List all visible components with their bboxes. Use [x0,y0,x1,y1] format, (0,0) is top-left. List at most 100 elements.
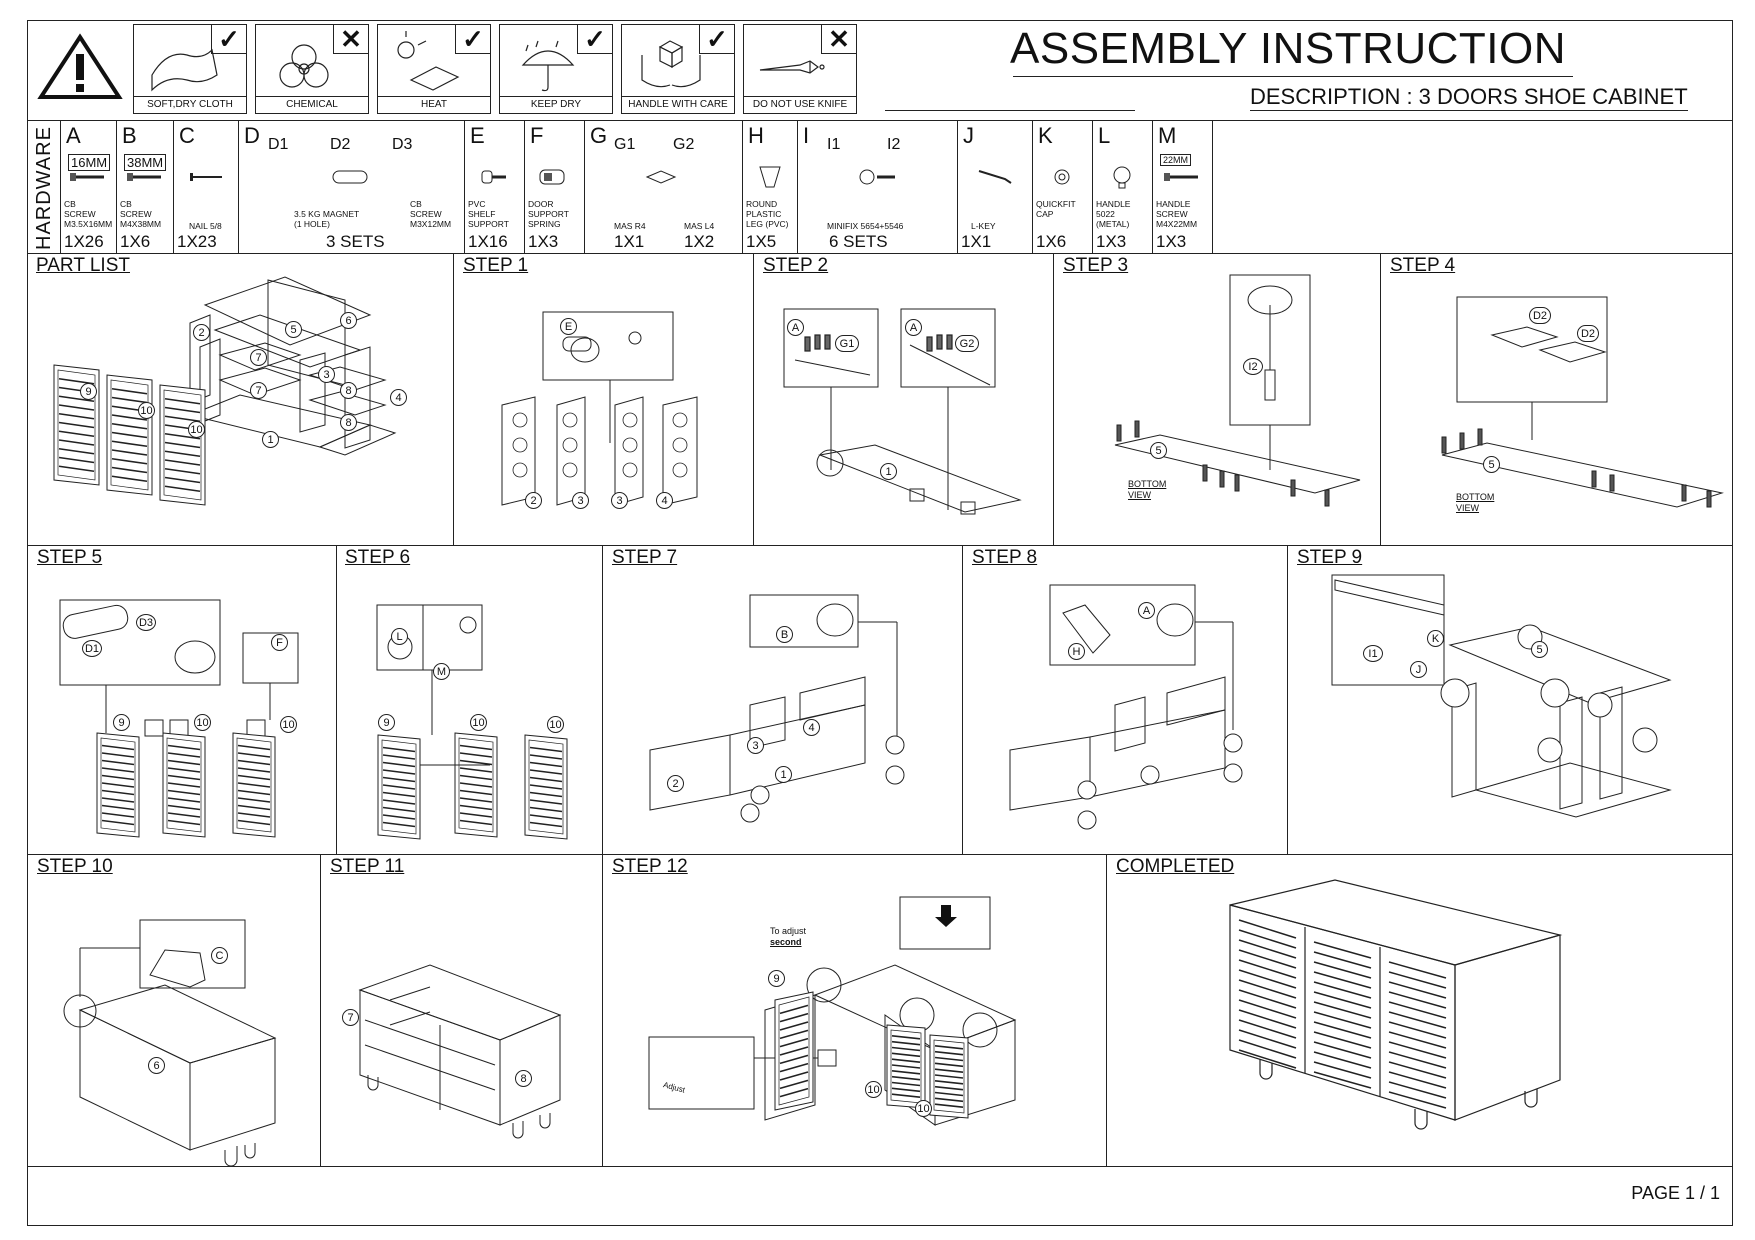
step3-title: STEP 3 [1063,255,1129,276]
part-L-label: L [391,628,408,645]
hardware-description: CB SCREW M4X38MM [120,199,162,229]
care-mark-box: ✓ [699,24,735,54]
step11-illustration [358,964,562,1139]
step7-title: STEP 7 [612,547,678,568]
cap-icon [1054,169,1070,185]
part-B-label: B [776,626,793,643]
hardware-quantity: 1X5 [746,232,777,251]
hardware-sub-label: G2 [673,136,695,153]
hardware-size-label: 38MM [124,154,167,171]
checkmark-icon: ✓ [462,24,484,54]
part-A-label: A [905,319,922,336]
divider [1287,545,1288,854]
part-1-label: 1 [775,766,792,783]
part-9-label: 9 [378,714,395,731]
second-label: second [770,937,802,947]
hardware-quantity: 1X3 [1156,232,1187,251]
part-8-label: 8 [340,414,357,431]
step1-illustration [501,311,698,506]
step1-title: STEP 1 [463,255,529,276]
part-6-label: 6 [148,1057,165,1074]
step3-illustration [1114,274,1361,507]
step7-illustration [649,594,905,823]
cloth-icon [151,48,218,92]
part-8-label: 8 [340,382,357,399]
part-10-label: 10 [547,716,564,733]
divider [962,545,963,854]
divider [238,120,239,253]
care-icon-label: CHEMICAL [256,96,368,113]
hardware-sub-label: I1 [827,136,841,153]
hardware-quantity: 1X6 [1036,232,1067,251]
part-10-label: 10 [915,1100,932,1117]
product-description: DESCRIPTION : 3 DOORS SHOE CABINET [1250,84,1688,111]
care-icon-label: DO NOT USE KNIFE [744,96,856,113]
hardware-letter: E [470,123,485,148]
divider [320,854,321,1166]
title-underline [1013,76,1573,77]
care-icon-box: ✓ SOFT,DRY CLOTH [133,24,247,114]
part-5-label: 5 [1150,442,1167,459]
bottom-view-label: BOTTOM VIEW [1456,492,1495,513]
part-4-label: 4 [803,719,820,736]
care-icon-label: KEEP DRY [500,96,612,113]
leg-icon [758,166,781,188]
part-G1-label: G1 [835,335,859,352]
part-2-label: 2 [525,492,542,509]
care-mark-box: ✓ [211,24,247,54]
hardware-description: MAS R4 [614,221,646,231]
hardware-size-label: 22MM [1160,154,1192,166]
page-number: PAGE 1 / 1 [1631,1183,1720,1203]
care-icon-label: SOFT,DRY CLOTH [134,96,246,113]
part-5-label: 5 [285,321,302,338]
divider [957,120,958,253]
part-10-label: 10 [188,421,205,438]
part-10-label: 10 [470,714,487,731]
step5-illustration [59,599,299,838]
step9-illustration [1331,574,1672,818]
care-icon-box: ✓HANDLE WITH CARE [621,24,735,114]
part-A-label: A [1138,602,1155,619]
care-icon-box: ✓HEAT [377,24,491,114]
checkmark-icon: ✓ [584,24,606,54]
part-9-label: 9 [113,714,130,731]
care-icon-box: ✕ DO NOT USE KNIFE [743,24,857,114]
care-mark-box: ✕ [821,24,857,54]
hardware-sub-label: D3 [392,136,413,153]
hardware-size-label: 16MM [68,154,111,171]
part-C-label: C [211,947,228,964]
step10-illustration [63,919,277,1167]
part-list-illustration [53,276,397,506]
magnet-icon [332,170,368,184]
divider [1380,253,1381,545]
part-9-label: 9 [80,383,97,400]
hardware-letter: D [244,123,260,148]
part-10-label: 10 [194,714,211,731]
part-I2-label: I2 [1243,358,1263,375]
bottom-view-label: BOTTOM VIEW [1128,479,1167,500]
part-I1-label: I1 [1363,645,1383,662]
step6-title: STEP 6 [345,547,411,568]
part-1-label: 1 [262,431,279,448]
divider [464,120,465,253]
hardware-letter: K [1038,123,1053,148]
page-title: ASSEMBLY INSTRUCTION [1010,24,1567,73]
divider [27,854,1733,855]
divider [27,120,1733,121]
divider [60,120,61,253]
part-3-label: 3 [611,492,628,509]
divider [1152,120,1153,253]
bracket-icon [645,170,677,184]
hardware-quantity: 1X3 [528,232,559,251]
screw-icon [126,173,161,181]
step12-illustration [648,896,1017,1126]
biohazard-icon [279,44,329,88]
step8-title: STEP 8 [972,547,1038,568]
hardware-letter: H [748,123,764,148]
divider [602,854,603,1166]
knife-icon [759,60,825,74]
completed-illustration [1229,879,1563,1130]
hardware-quantity: 1X6 [120,232,151,251]
hardware-quantity: 1X16 [468,232,508,251]
divider [1212,120,1213,253]
